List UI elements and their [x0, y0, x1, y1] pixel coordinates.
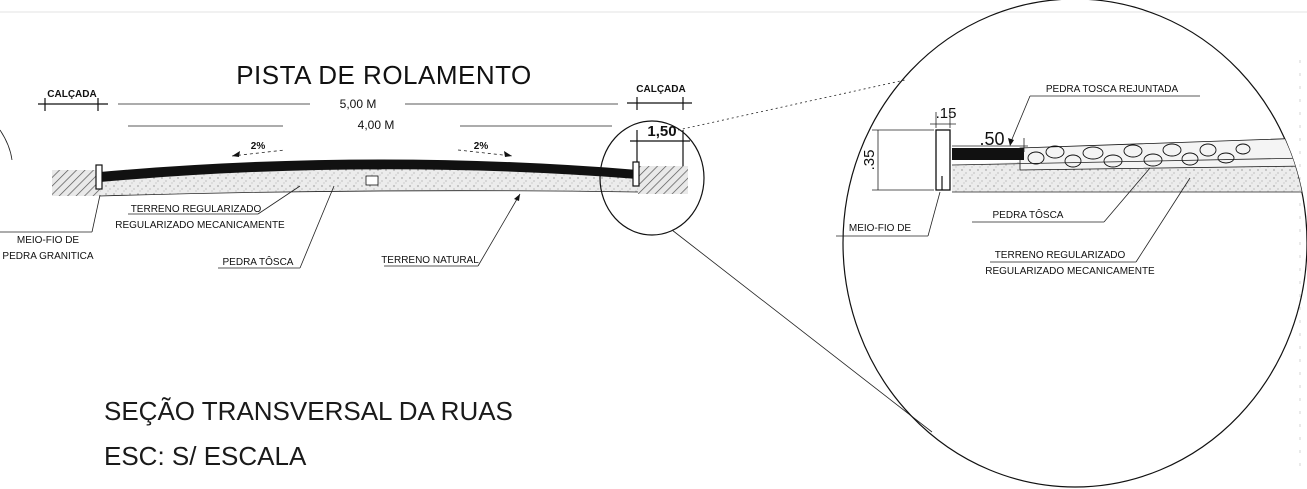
detail-terrain-label-line2: REGULARIZADO MECANICAMENTE [985, 266, 1155, 277]
sidewalk-right-label: CALÇADA [636, 84, 685, 95]
detail-curb-leader [927, 191, 941, 237]
sidewalk-left-hatch [52, 170, 100, 196]
grouted-stone-leader [1009, 95, 1031, 145]
detail-curb-width: .15 [936, 105, 957, 122]
detail-content [951, 137, 1307, 193]
natural-terrain-label: TERRENO NATURAL [381, 255, 479, 266]
curb-label-line1: MEIO-FIO DE [17, 235, 80, 246]
detail-curb-label: MEIO-FIO DE [849, 223, 912, 234]
total-width-value: 5,00 M [340, 97, 377, 111]
sidewalk-right-hatch [638, 166, 688, 194]
curb-leader [91, 194, 101, 233]
detail-link-top [677, 79, 906, 131]
road-surface [100, 159, 638, 182]
detail-curb [935, 129, 951, 191]
road-width-value: 4,00 M [358, 118, 395, 132]
curb-right [632, 161, 640, 187]
grouted-stone-label: PEDRA TOSCA REJUNTADA [1046, 84, 1179, 95]
slope-left-arrow [231, 149, 286, 157]
terrain-reg-label-line2: REGULARIZADO MECANICAMENTE [115, 220, 285, 231]
curb-label-line2: PEDRA GRANITICA [2, 251, 93, 262]
natural-terrain-leader [477, 193, 521, 267]
sidewalk-width-value: 1,50 [647, 123, 676, 140]
detail-callout-circle [599, 120, 705, 236]
terrain-reg-leader [257, 185, 301, 215]
detail-stone-leader [1103, 167, 1151, 223]
stone-label: PEDRA TÔSCA [223, 255, 294, 268]
slope-left-value: 2% [251, 141, 266, 152]
curb-left [95, 164, 103, 190]
detail-curb-height: .35 [861, 150, 878, 171]
center-marker [365, 175, 379, 186]
detail-stone-label: PEDRA TÔSCA [993, 208, 1064, 221]
caption-title: SEÇÃO TRANSVERSAL DA RUAS [104, 396, 513, 426]
detail-enlargement-circle [842, 0, 1307, 488]
detail-black-band [952, 148, 1024, 160]
detail-terrain-leader [1135, 177, 1191, 263]
slope-right-value: 2% [474, 141, 489, 152]
detail-top-dim: .50 [979, 129, 1004, 149]
detail-terrain-label-line1: TERRENO REGULARIZADO [995, 250, 1126, 261]
terrain-reg-label-line1: TERRENO REGULARIZADO [131, 204, 262, 215]
sidewalk-left-label: CALÇADA [47, 89, 96, 100]
stone-leader [299, 185, 335, 269]
detail-link-bottom [671, 229, 933, 433]
caption-scale: ESC: S/ ESCALA [104, 441, 307, 471]
detail-stones [1027, 143, 1251, 168]
section-title: PISTA DE ROLAMENTO [236, 60, 532, 90]
